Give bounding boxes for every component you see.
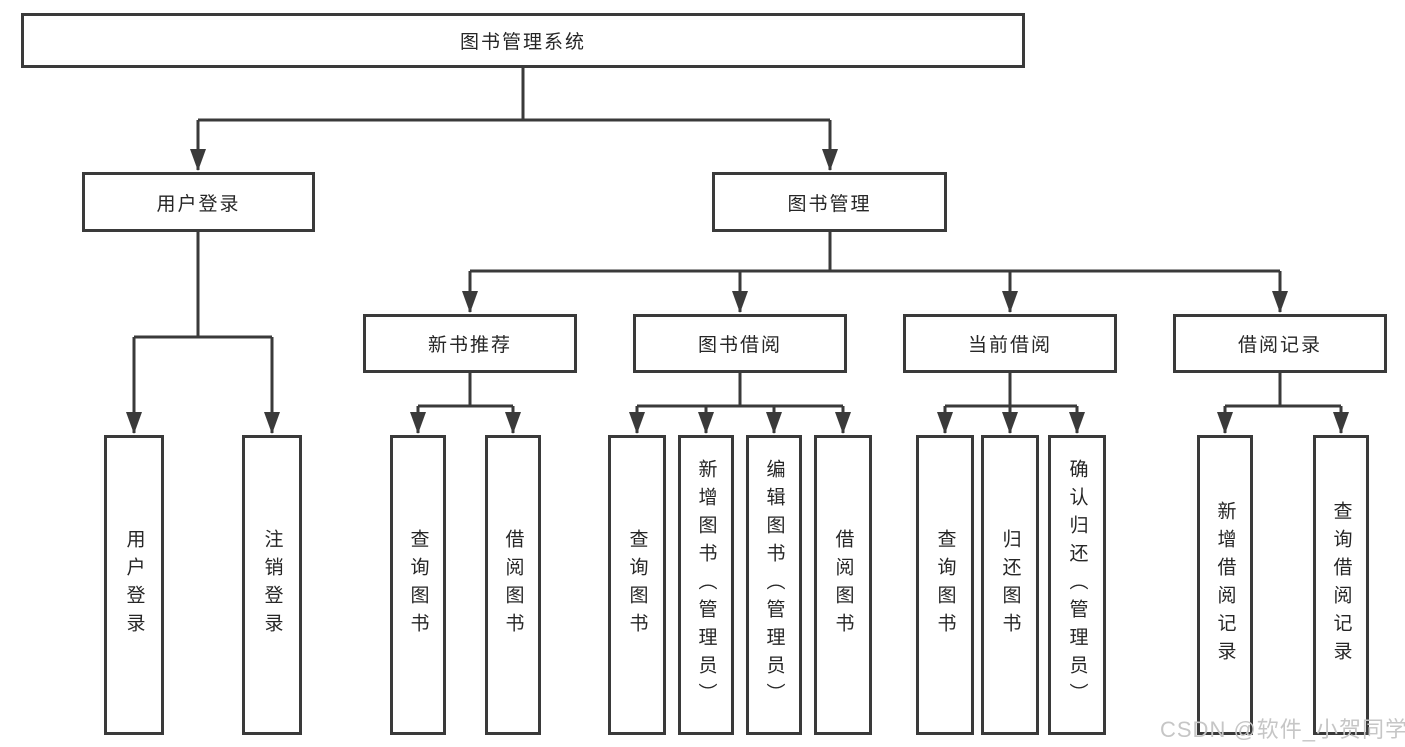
node-leaf-user-login-label: 用户登录 — [123, 529, 145, 641]
node-leaf-query-books-3: 查询图书 — [916, 435, 974, 735]
node-leaf-query-books-3-label: 查询图书 — [934, 529, 956, 641]
node-leaf-edit-book-admin: 编辑图书（管理员） — [746, 435, 802, 735]
node-leaf-borrow-books-1: 借阅图书 — [485, 435, 541, 735]
node-borrowing-records-label: 借阅记录 — [1237, 335, 1322, 356]
node-current-borrowing-label: 当前借阅 — [967, 335, 1052, 356]
node-leaf-logout: 注销登录 — [242, 435, 302, 735]
node-leaf-borrow-books-2-label: 借阅图书 — [832, 529, 854, 641]
node-book-management-label: 图书管理 — [787, 193, 872, 215]
node-borrowing-records: 借阅记录 — [1173, 314, 1387, 373]
node-library-system: 图书管理系统 — [21, 13, 1025, 68]
node-leaf-add-borrow-record-label: 新增借阅记录 — [1214, 501, 1236, 669]
node-leaf-edit-book-admin-label: 编辑图书（管理员） — [763, 459, 785, 711]
node-leaf-query-books-1: 查询图书 — [390, 435, 446, 735]
node-leaf-query-books-2: 查询图书 — [608, 435, 666, 735]
node-leaf-query-books-1-label: 查询图书 — [407, 529, 429, 641]
node-leaf-return-books-label: 归还图书 — [999, 529, 1021, 641]
node-book-management: 图书管理 — [712, 172, 947, 232]
node-leaf-confirm-return-admin-label: 确认归还（管理员） — [1066, 459, 1088, 711]
node-leaf-add-borrow-record: 新增借阅记录 — [1197, 435, 1253, 735]
node-leaf-query-books-2-label: 查询图书 — [626, 529, 648, 641]
node-leaf-borrow-books-2: 借阅图书 — [814, 435, 872, 735]
node-leaf-confirm-return-admin: 确认归还（管理员） — [1048, 435, 1106, 735]
node-leaf-return-books: 归还图书 — [981, 435, 1039, 735]
node-leaf-query-borrow-record: 查询借阅记录 — [1313, 435, 1369, 735]
node-leaf-query-borrow-record-label: 查询借阅记录 — [1330, 501, 1352, 669]
node-new-book-recommend-label: 新书推荐 — [427, 335, 512, 356]
node-library-system-label: 图书管理系统 — [459, 32, 586, 53]
node-leaf-user-login: 用户登录 — [104, 435, 164, 735]
node-new-book-recommend: 新书推荐 — [363, 314, 577, 373]
node-leaf-add-book-admin-label: 新增图书（管理员） — [695, 459, 717, 711]
node-leaf-logout-label: 注销登录 — [261, 529, 283, 641]
node-user-login: 用户登录 — [82, 172, 315, 232]
node-user-login-label: 用户登录 — [156, 193, 241, 215]
node-leaf-borrow-books-1-label: 借阅图书 — [502, 529, 524, 641]
node-current-borrowing: 当前借阅 — [903, 314, 1117, 373]
node-book-borrowing-label: 图书借阅 — [697, 335, 782, 356]
node-book-borrowing: 图书借阅 — [633, 314, 847, 373]
node-leaf-add-book-admin: 新增图书（管理员） — [678, 435, 734, 735]
